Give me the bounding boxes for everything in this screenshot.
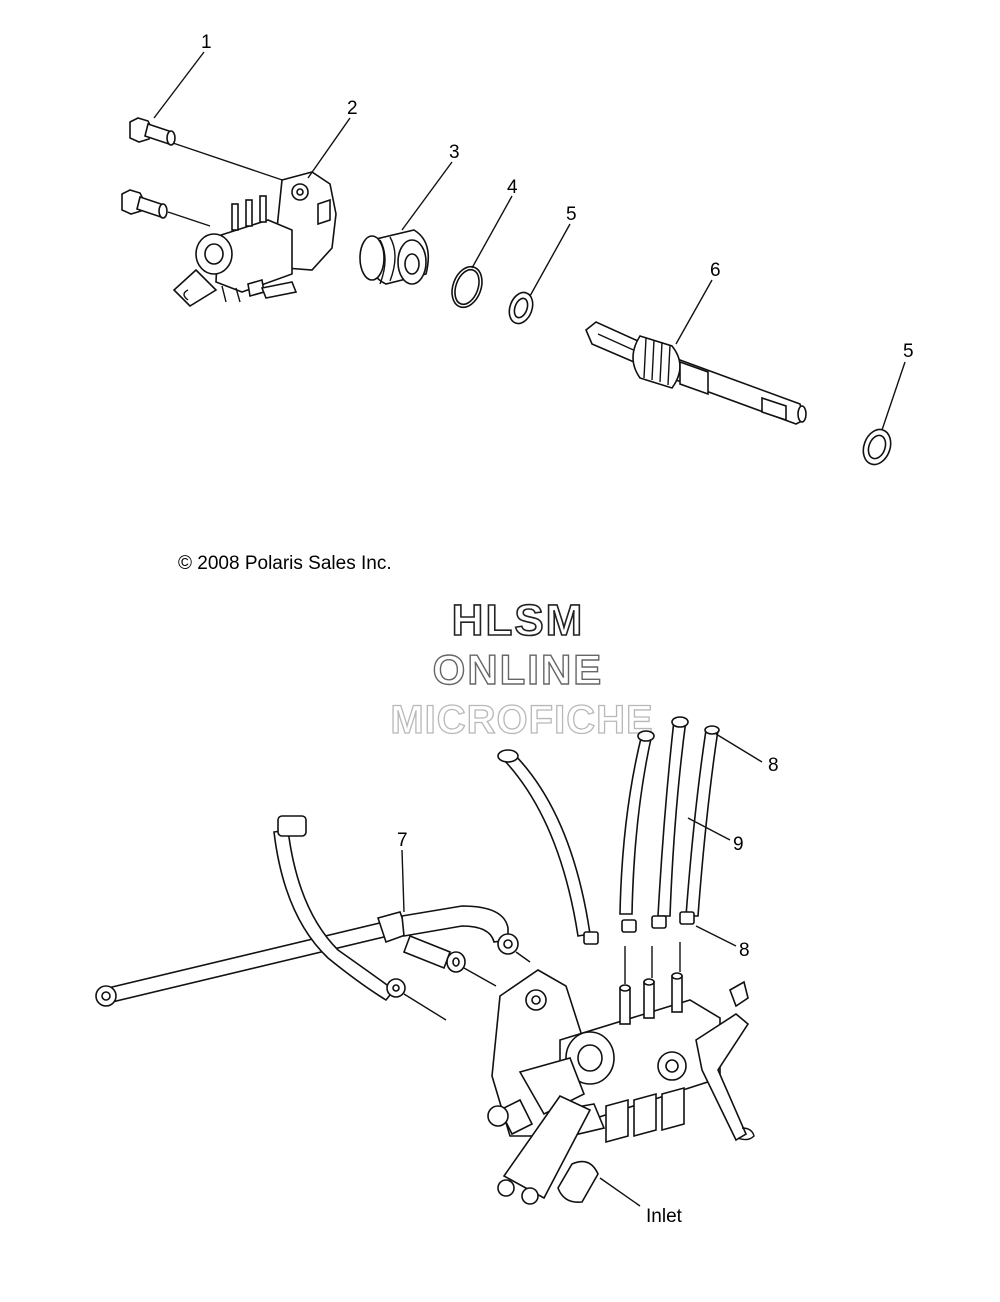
upper-leader-lines: [153, 51, 906, 431]
watermark-line-3: MICROFICHE: [390, 698, 653, 742]
callout-4: 4: [507, 177, 518, 198]
callout-2: 2: [347, 98, 358, 119]
part-9-oil-hoses: [497, 716, 720, 945]
callout-7: 7: [397, 830, 408, 851]
part-4-o-ring: [451, 265, 483, 309]
part-2-oil-pump-small: [172, 171, 337, 308]
callout-3: 3: [449, 142, 460, 163]
part-1-bolt-upper: [129, 117, 301, 187]
lower-leader-lines: [401, 733, 763, 1207]
copyright-notice: © 2008 Polaris Sales Inc.: [178, 553, 392, 574]
callout-5-lower: 5: [903, 341, 914, 362]
callout-1: 1: [201, 32, 212, 53]
callout-8-lower: 8: [739, 940, 750, 961]
part-6-drive-shaft: [585, 321, 807, 425]
oil-pump-body-large: [487, 942, 755, 1205]
callout-inlet: Inlet: [646, 1206, 683, 1227]
callout-6: 6: [710, 260, 721, 281]
watermark-line-2: ONLINE: [433, 646, 604, 693]
part-1-bolt-lower: [121, 189, 211, 227]
callout-5-upper: 5: [566, 204, 577, 225]
callout-9: 9: [733, 834, 744, 855]
part-5-washer-lower: [862, 428, 892, 466]
part-7-t-fitting-hose: [95, 815, 531, 1021]
part-3-sleeve: [359, 229, 430, 285]
part-5-washer-upper: [508, 291, 534, 325]
watermark-line-1: HLSM: [452, 596, 585, 645]
callout-8-upper: 8: [768, 755, 779, 776]
